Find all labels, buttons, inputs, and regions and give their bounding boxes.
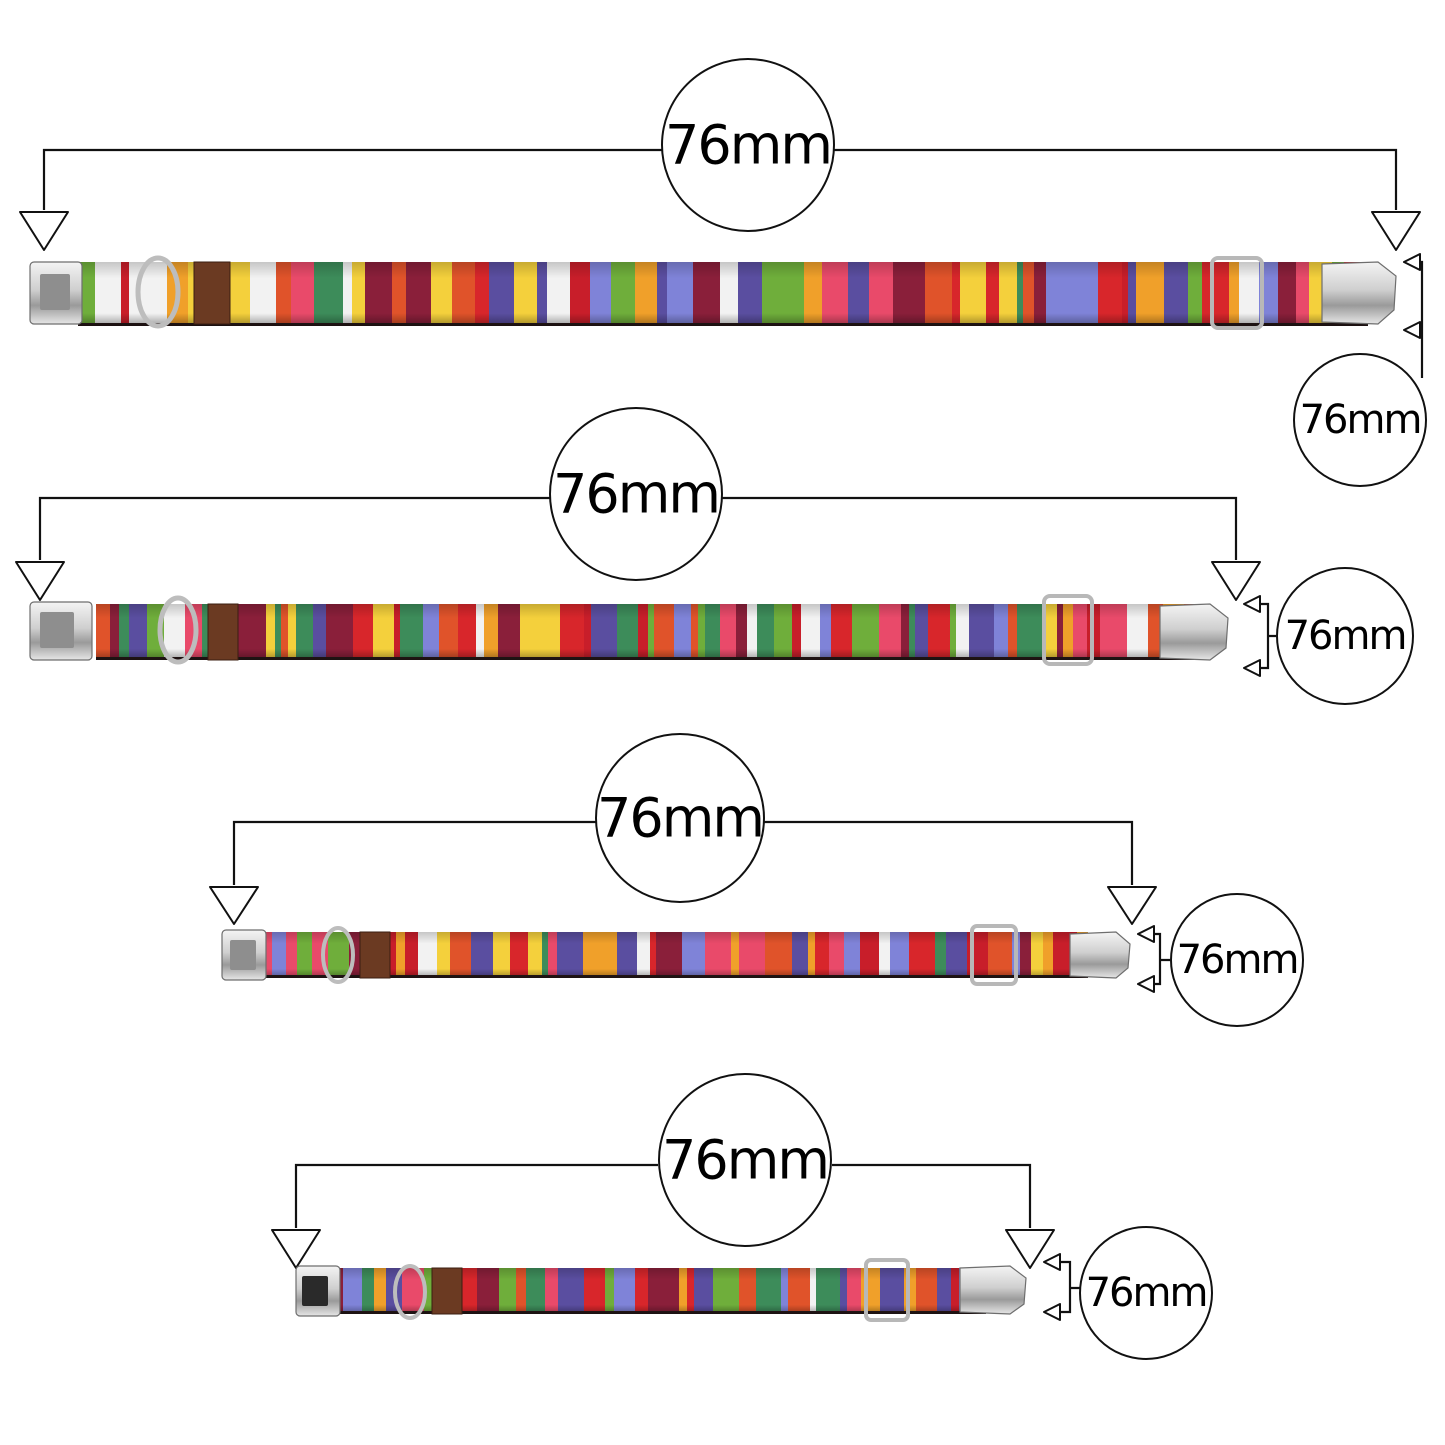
- buckle-label: 76mm: [1285, 613, 1406, 659]
- buckle-arrow-top-icon: [1403, 253, 1421, 271]
- buckle-label: 76mm: [1177, 937, 1298, 983]
- length-bubble: [661, 58, 835, 232]
- buckle-arrow-bottom-icon: [1043, 1303, 1061, 1321]
- d-ring-icon: [393, 1264, 427, 1320]
- buckle-bubble: [1293, 353, 1427, 487]
- collar-strap: [295, 1258, 1027, 1322]
- buckle-arrow-bottom-icon: [1403, 321, 1421, 339]
- buckle-bubble: [1079, 1226, 1213, 1360]
- slider-icon: [1210, 256, 1264, 330]
- length-arrow-left-icon: [209, 886, 259, 925]
- length-arrow-right-icon: [1005, 1229, 1055, 1269]
- slider-icon: [864, 1258, 910, 1322]
- buckle-slot: [40, 274, 70, 310]
- quick-release-clip-icon: [959, 1265, 1027, 1315]
- leather-patch-icon: [193, 261, 231, 325]
- collar-strap: [29, 594, 1229, 666]
- length-dimension-line: [38, 496, 1238, 560]
- buckle-arrow-top-icon: [1243, 595, 1261, 613]
- length-arrow-right-icon: [1211, 561, 1261, 601]
- buckle-dimension-line: [1406, 260, 1424, 378]
- collar-strap: [29, 255, 1397, 330]
- d-ring-icon: [135, 255, 181, 329]
- collar-2: 76mm 76mm: [15, 407, 1414, 705]
- length-arrow-right-icon: [1371, 211, 1421, 251]
- buckle-label: 76mm: [1300, 397, 1421, 443]
- quick-release-clip-icon: [1321, 261, 1397, 325]
- leather-patch-icon: [431, 1267, 463, 1315]
- length-bubble: [658, 1073, 832, 1247]
- buckle-label: 76mm: [1086, 1270, 1207, 1316]
- collar-1: 76mm 76mm: [19, 58, 1427, 487]
- buckle-bubble: [1276, 567, 1414, 705]
- collar-strap: [221, 924, 1131, 986]
- length-label: 76mm: [597, 787, 763, 850]
- quick-release-clip-icon: [1159, 603, 1229, 661]
- webbing-shade: [96, 604, 1200, 660]
- length-label: 76mm: [553, 463, 719, 526]
- buckle-arrow-bottom-icon: [1137, 975, 1155, 993]
- length-dimension-line: [294, 1163, 1032, 1228]
- collar-3: 76mm 76mm: [209, 733, 1304, 1027]
- d-ring-icon: [157, 595, 199, 665]
- leather-patch-icon: [207, 603, 239, 661]
- buckle-bubble: [1170, 893, 1304, 1027]
- length-arrow-left-icon: [271, 1229, 321, 1269]
- buckle-slot: [302, 1276, 328, 1306]
- quick-release-clip-icon: [1069, 931, 1131, 979]
- length-bubble: [595, 733, 765, 903]
- d-ring-icon: [321, 926, 355, 984]
- length-label: 76mm: [665, 114, 831, 177]
- slider-icon: [970, 924, 1018, 986]
- buckle-dimension-line: [1046, 1260, 1080, 1314]
- webbing-shade: [262, 932, 1088, 978]
- length-dimension-line: [232, 820, 1134, 885]
- buckle-dimension-line: [1246, 602, 1276, 670]
- length-bubble: [549, 407, 723, 581]
- buckle-slot: [230, 940, 256, 970]
- leather-patch-icon: [359, 931, 391, 979]
- buckle-slot: [40, 612, 74, 648]
- length-label: 76mm: [662, 1129, 828, 1192]
- length-dimension-line: [42, 148, 1398, 210]
- webbing-shade: [78, 262, 1368, 326]
- length-arrow-left-icon: [15, 561, 65, 601]
- length-arrow-left-icon: [19, 211, 69, 251]
- length-arrow-right-icon: [1107, 886, 1157, 925]
- slider-icon: [1042, 594, 1094, 666]
- buckle-arrow-bottom-icon: [1243, 659, 1261, 677]
- collar-4: 76mm 76mm: [271, 1073, 1213, 1360]
- buckle-arrow-top-icon: [1137, 925, 1155, 943]
- buckle-arrow-top-icon: [1043, 1253, 1061, 1271]
